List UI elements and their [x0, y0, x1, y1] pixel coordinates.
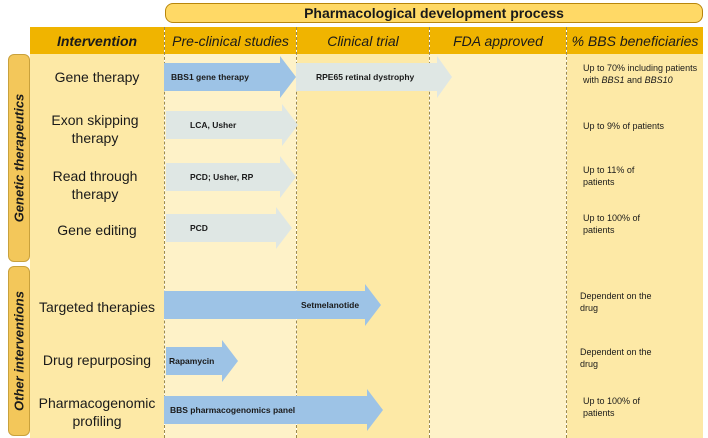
arrow-bbs-panel — [164, 389, 383, 431]
group-genetic-therapeutics: Genetic therapeutics — [8, 54, 30, 262]
row-label-read-through: Read through therapy — [52, 168, 138, 202]
arrow-label-bbs-panel: BBS pharmacogenomics panel — [170, 405, 295, 415]
separator — [164, 27, 165, 438]
arrow-label-rpe65: RPE65 retinal dystrophy — [316, 72, 415, 82]
process-banner: Pharmacological development process — [165, 3, 703, 23]
beneficiaries-targeted: Dependent on the drug — [580, 291, 652, 313]
beneficiaries-gene-therapy: Up to 70% including patients with BBS1 a… — [583, 63, 698, 85]
row-label-drug-repurposing: Drug repurposing — [42, 352, 152, 368]
arrow-label-rapamycin: Rapamycin — [169, 356, 214, 366]
beneficiaries-read-through: Up to 11% of patients — [583, 165, 635, 187]
group-other-interventions: Other interventions — [8, 266, 30, 436]
arrow-pcd — [166, 207, 292, 249]
gene-bbs1: BBS1 — [601, 75, 625, 85]
gene-bbs10: BBS10 — [644, 75, 673, 85]
row-label-targeted-therapies: Targeted therapies — [39, 299, 155, 315]
column-beneficiaries — [567, 54, 703, 438]
column-intervention — [30, 54, 164, 438]
arrow-pcd-usher-rp — [166, 156, 296, 198]
arrow-lca-usher — [166, 104, 298, 146]
beneficiaries-gene-editing: Up to 100% of patients — [583, 213, 641, 235]
arrow-label-lca-usher: LCA, Usher — [190, 120, 237, 130]
header-beneficiaries: % BBS beneficiaries — [567, 27, 703, 54]
separator — [296, 27, 297, 438]
row-label-gene-therapy: Gene therapy — [54, 69, 140, 85]
header-intervention: Intervention — [30, 27, 164, 54]
arrow-rpe65 — [296, 56, 452, 98]
arrow-label-setmelanotide: Setmelanotide — [301, 300, 359, 310]
arrow-label-pcd: PCD — [190, 223, 208, 233]
row-label-gene-editing: Gene editing — [57, 222, 137, 238]
beneficiaries-pharmacogenomic: Up to 100% of patients — [583, 396, 641, 418]
arrow-label-bbs1: BBS1 gene therapy — [171, 72, 249, 82]
row-label-exon-skipping: Exon skipping therapy — [51, 112, 139, 146]
column-fda — [430, 54, 566, 438]
header-fda: FDA approved — [430, 27, 566, 54]
separator — [566, 27, 567, 438]
beneficiaries-exon-skipping: Up to 9% of patients — [583, 121, 665, 131]
row-label-pharmacogenomic: Pharmacogenomic profiling — [38, 395, 156, 429]
arrow-label-pcd-usher-rp: PCD; Usher, RP — [190, 172, 254, 182]
header-clinical: Clinical trial — [297, 27, 429, 54]
separator — [429, 27, 430, 438]
column-clinical — [297, 54, 429, 438]
header-preclinical: Pre-clinical studies — [165, 27, 296, 54]
arrow-rapamycin — [166, 340, 238, 382]
beneficiaries-drug-repurposing: Dependent on the drug — [580, 347, 652, 369]
arrow-bbs1-gene-therapy — [164, 56, 296, 98]
arrow-setmelanotide — [164, 284, 381, 326]
